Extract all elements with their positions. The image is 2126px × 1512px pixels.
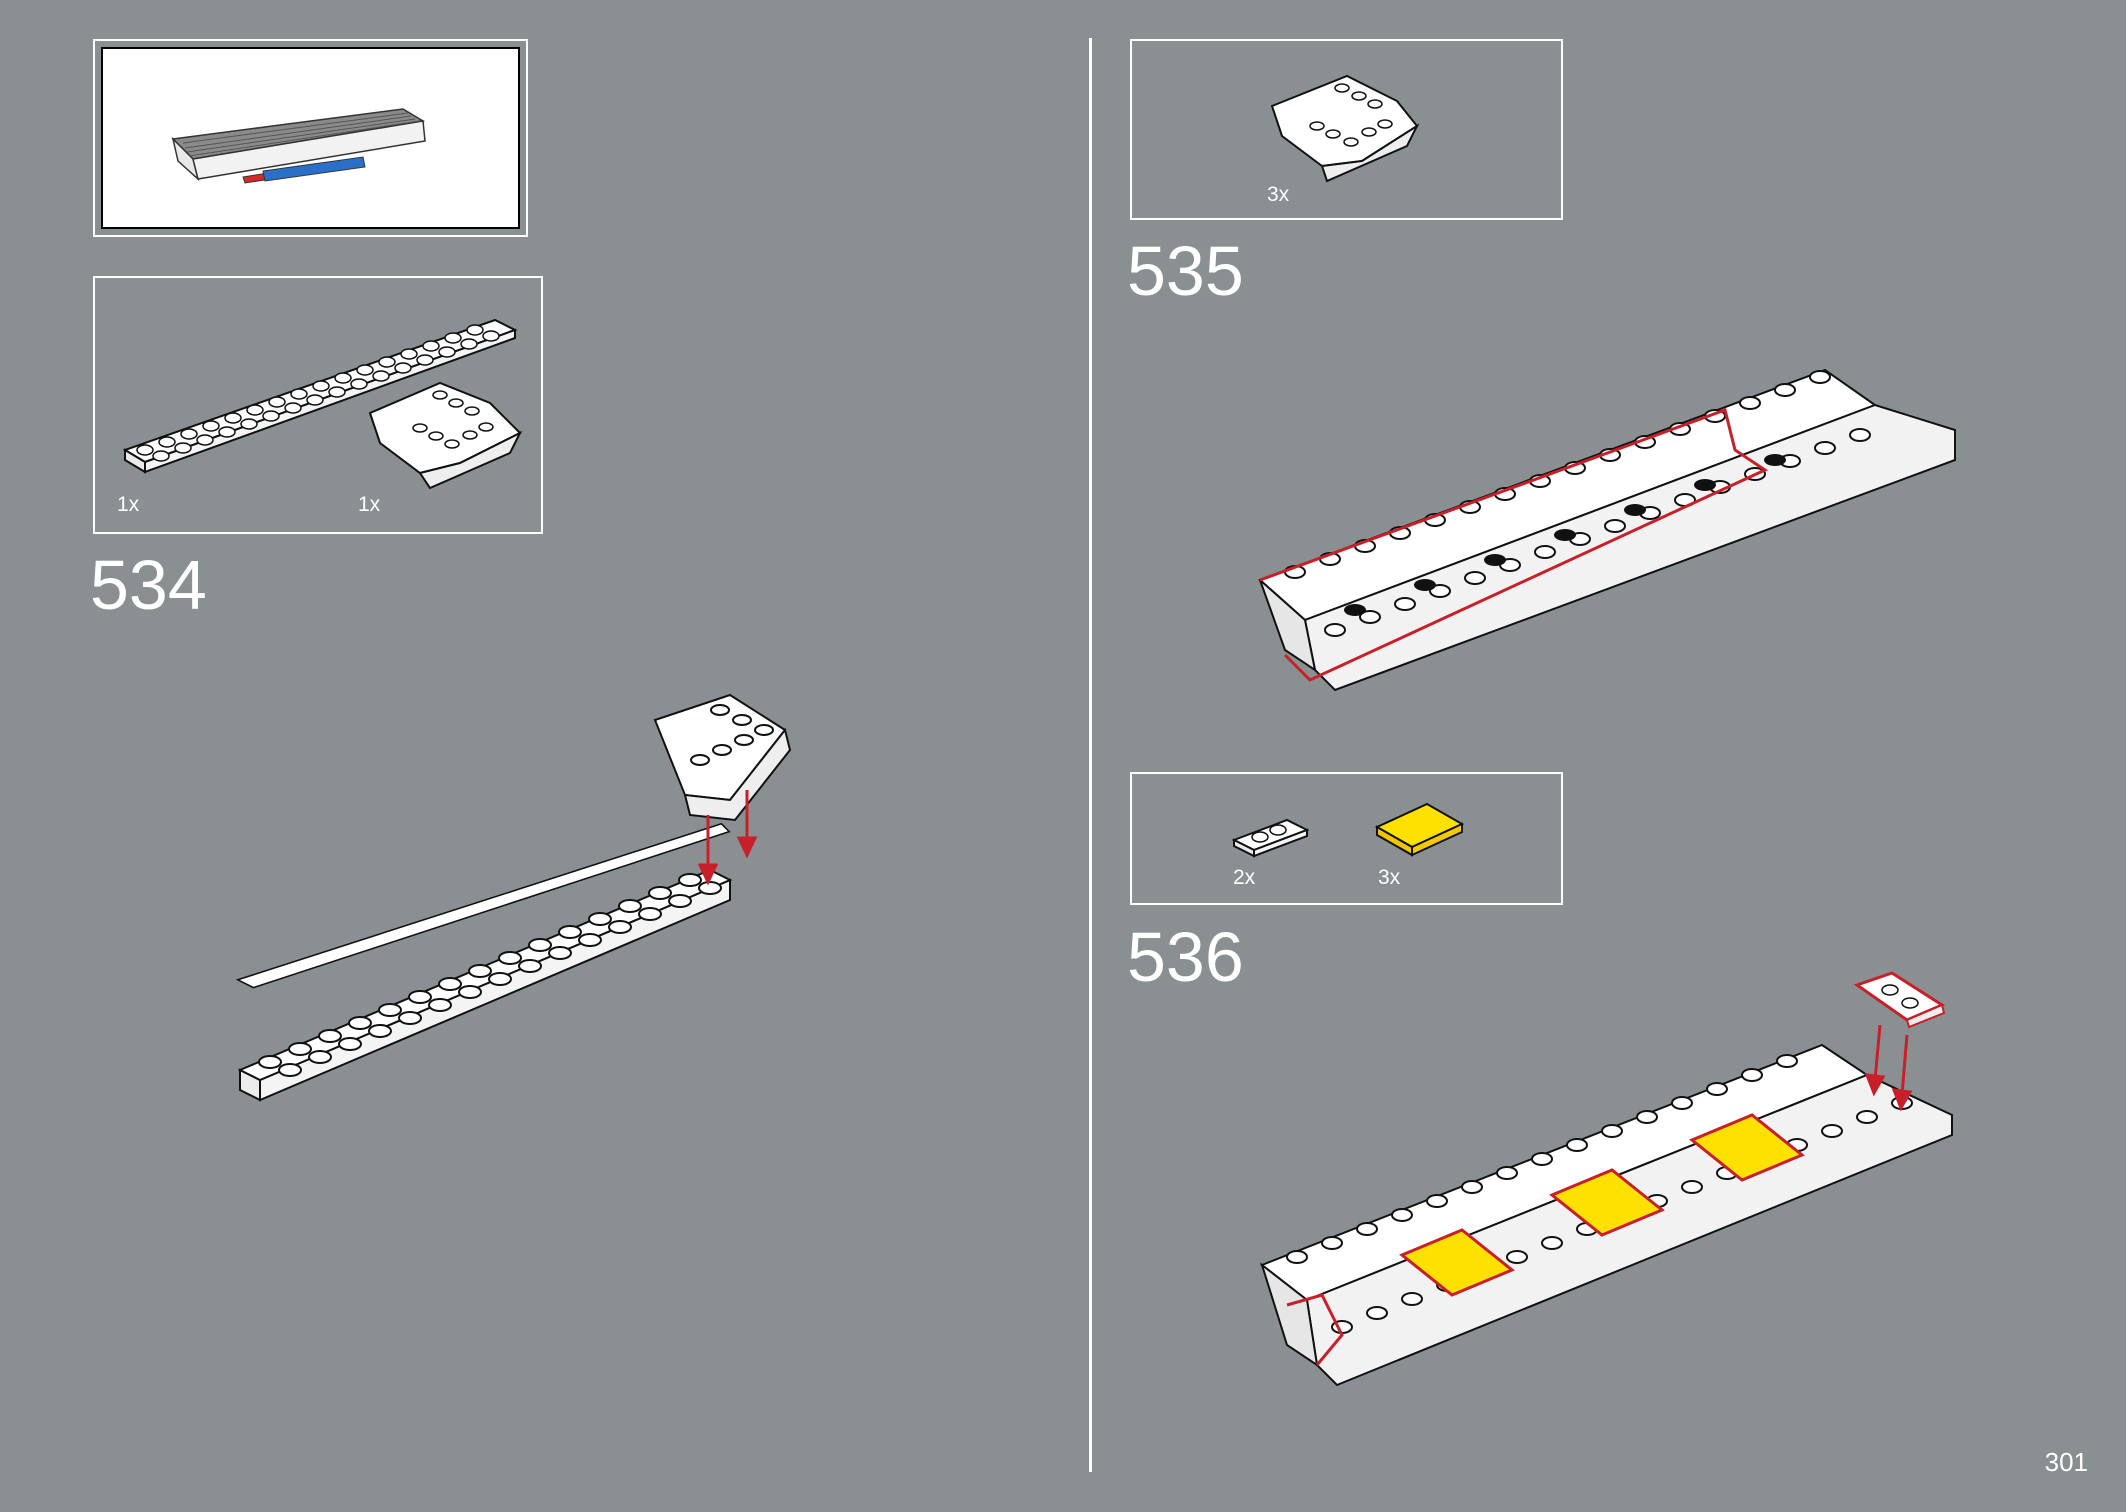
qty-label: 1x — [117, 493, 140, 516]
step-534-assembly — [235, 693, 792, 1102]
qty-label: 3x — [1267, 183, 1290, 206]
qty-label: 3x — [1378, 866, 1401, 889]
subassembly-callout — [93, 39, 528, 237]
step-number-536: 536 — [1127, 918, 1244, 996]
step-number-535: 535 — [1127, 232, 1244, 310]
step-535-assembly — [1258, 368, 1956, 692]
page-number: 301 — [2044, 1447, 2088, 1477]
yellow-tile-2x2-icon — [1374, 802, 1465, 857]
parts-callout-536: 2x 3x — [1130, 772, 1563, 905]
step-number-534: 534 — [90, 546, 207, 624]
parts-callout-534: 1x 1x — [93, 276, 543, 534]
plate-2x16-icon — [122, 318, 518, 474]
page-divider — [1089, 38, 1092, 1472]
qty-label: 1x — [358, 493, 381, 516]
qty-label: 2x — [1233, 866, 1256, 889]
plate-1x2-icon — [1231, 818, 1310, 858]
grille-subassembly-icon — [171, 108, 426, 184]
step-536-assembly — [1260, 971, 1953, 1387]
parts-callout-535: 3x — [1130, 39, 1563, 220]
inverted-slope-icon — [1270, 74, 1420, 183]
inverted-slope-icon — [368, 381, 523, 490]
subassembly-panel — [101, 47, 520, 229]
